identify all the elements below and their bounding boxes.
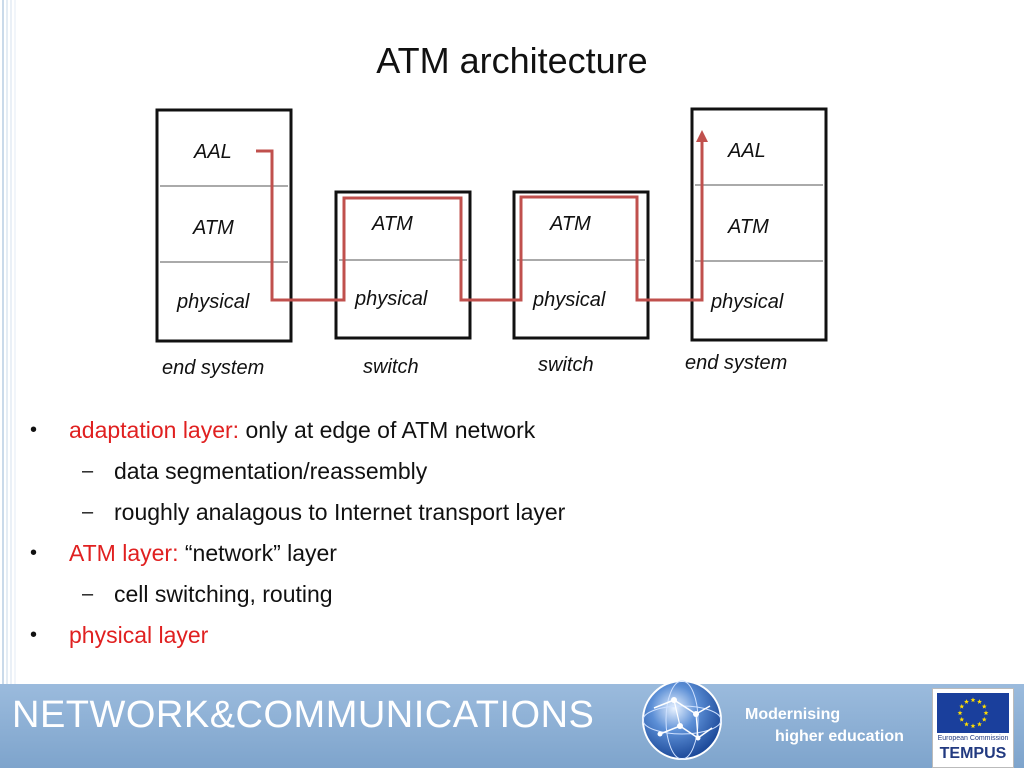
layer-label: physical [176, 291, 250, 313]
bullet-text: cell switching, routing [114, 581, 333, 607]
layer-label: ATM [549, 213, 591, 235]
bullet-highlight: adaptation layer: [69, 417, 240, 443]
star-icon [977, 699, 982, 704]
star-icon [957, 710, 963, 716]
layer-label: AAL [193, 141, 232, 163]
node-caption: end system [162, 357, 264, 379]
end-system-box [155, 108, 293, 343]
bullet-text: roughly analagous to Internet transport … [114, 499, 566, 525]
star-icon [983, 710, 989, 716]
sub-bullet-glyph: – [82, 460, 94, 482]
footer-tagline: Modernising higher education [745, 704, 904, 748]
sub-bullet-item: – cell switching, routing [30, 574, 930, 615]
bullet-text: only at edge of ATM network [239, 417, 536, 443]
bullet-text: “network” layer [178, 540, 337, 566]
eu-caption: European Commission [937, 735, 1009, 742]
tempus-logo: European Commission TEMPUS [932, 688, 1014, 768]
star-icon [981, 716, 987, 722]
star-icon [959, 703, 965, 709]
bullet-glyph: • [30, 542, 38, 564]
node-caption: switch [538, 354, 594, 376]
sub-bullet-glyph: – [82, 501, 94, 523]
node-caption: switch [363, 356, 419, 378]
node-caption: end system [685, 352, 787, 374]
eu-flag-icon [937, 693, 1009, 733]
star-icon [970, 697, 976, 703]
star-icon [981, 703, 987, 709]
sub-bullet-glyph: – [82, 583, 94, 605]
bullet-item: • adaptation layer: only at edge of ATM … [30, 410, 930, 451]
sub-bullet-item: – data segmentation/reassembly [30, 451, 930, 492]
bullet-highlight: physical layer [69, 622, 209, 648]
layer-label: physical [532, 289, 606, 311]
slide-title: ATM architecture [376, 40, 648, 81]
star-icon [964, 699, 969, 704]
globe-icon [642, 680, 722, 760]
data-path-arrow [256, 140, 704, 302]
arrowhead-icon [696, 130, 708, 142]
layer-label: ATM [727, 216, 769, 238]
layer-label: ATM [371, 213, 413, 235]
tagline-line: Modernising [745, 706, 841, 723]
sub-bullet-item: – roughly analagous to Internet transpor… [30, 492, 930, 533]
bullet-glyph: • [30, 419, 38, 441]
layer-label: AAL [727, 140, 766, 162]
star-icon [977, 721, 982, 727]
tempus-wordmark: TEMPUS [939, 745, 1007, 762]
layer-label: physical [710, 291, 784, 313]
switch-box [334, 190, 472, 340]
bullet-item: • ATM layer: “network” layer [30, 533, 930, 574]
star-icon [970, 723, 976, 729]
left-decoration [2, 0, 16, 684]
star-icon [964, 721, 969, 727]
bullet-highlight: ATM layer: [69, 540, 179, 566]
footer-banner: NETWORK&COMMUNICATIONS Modernising highe… [0, 684, 1024, 768]
layer-label: ATM [192, 217, 234, 239]
bullet-text: data segmentation/reassembly [114, 458, 428, 484]
end-system-box [690, 107, 828, 342]
layer-label: physical [354, 288, 428, 310]
tagline-line: higher education [775, 728, 904, 745]
bullet-glyph: • [30, 624, 38, 646]
bullet-list: • adaptation layer: only at edge of ATM … [30, 410, 930, 656]
bullet-item: • physical layer [30, 615, 930, 656]
switch-box [512, 190, 650, 340]
star-icon [959, 716, 965, 722]
footer-brand: NETWORK&COMMUNICATIONS [12, 694, 595, 736]
atm-architecture-diagram: AAL ATM physical end system ATM physical… [155, 107, 828, 379]
